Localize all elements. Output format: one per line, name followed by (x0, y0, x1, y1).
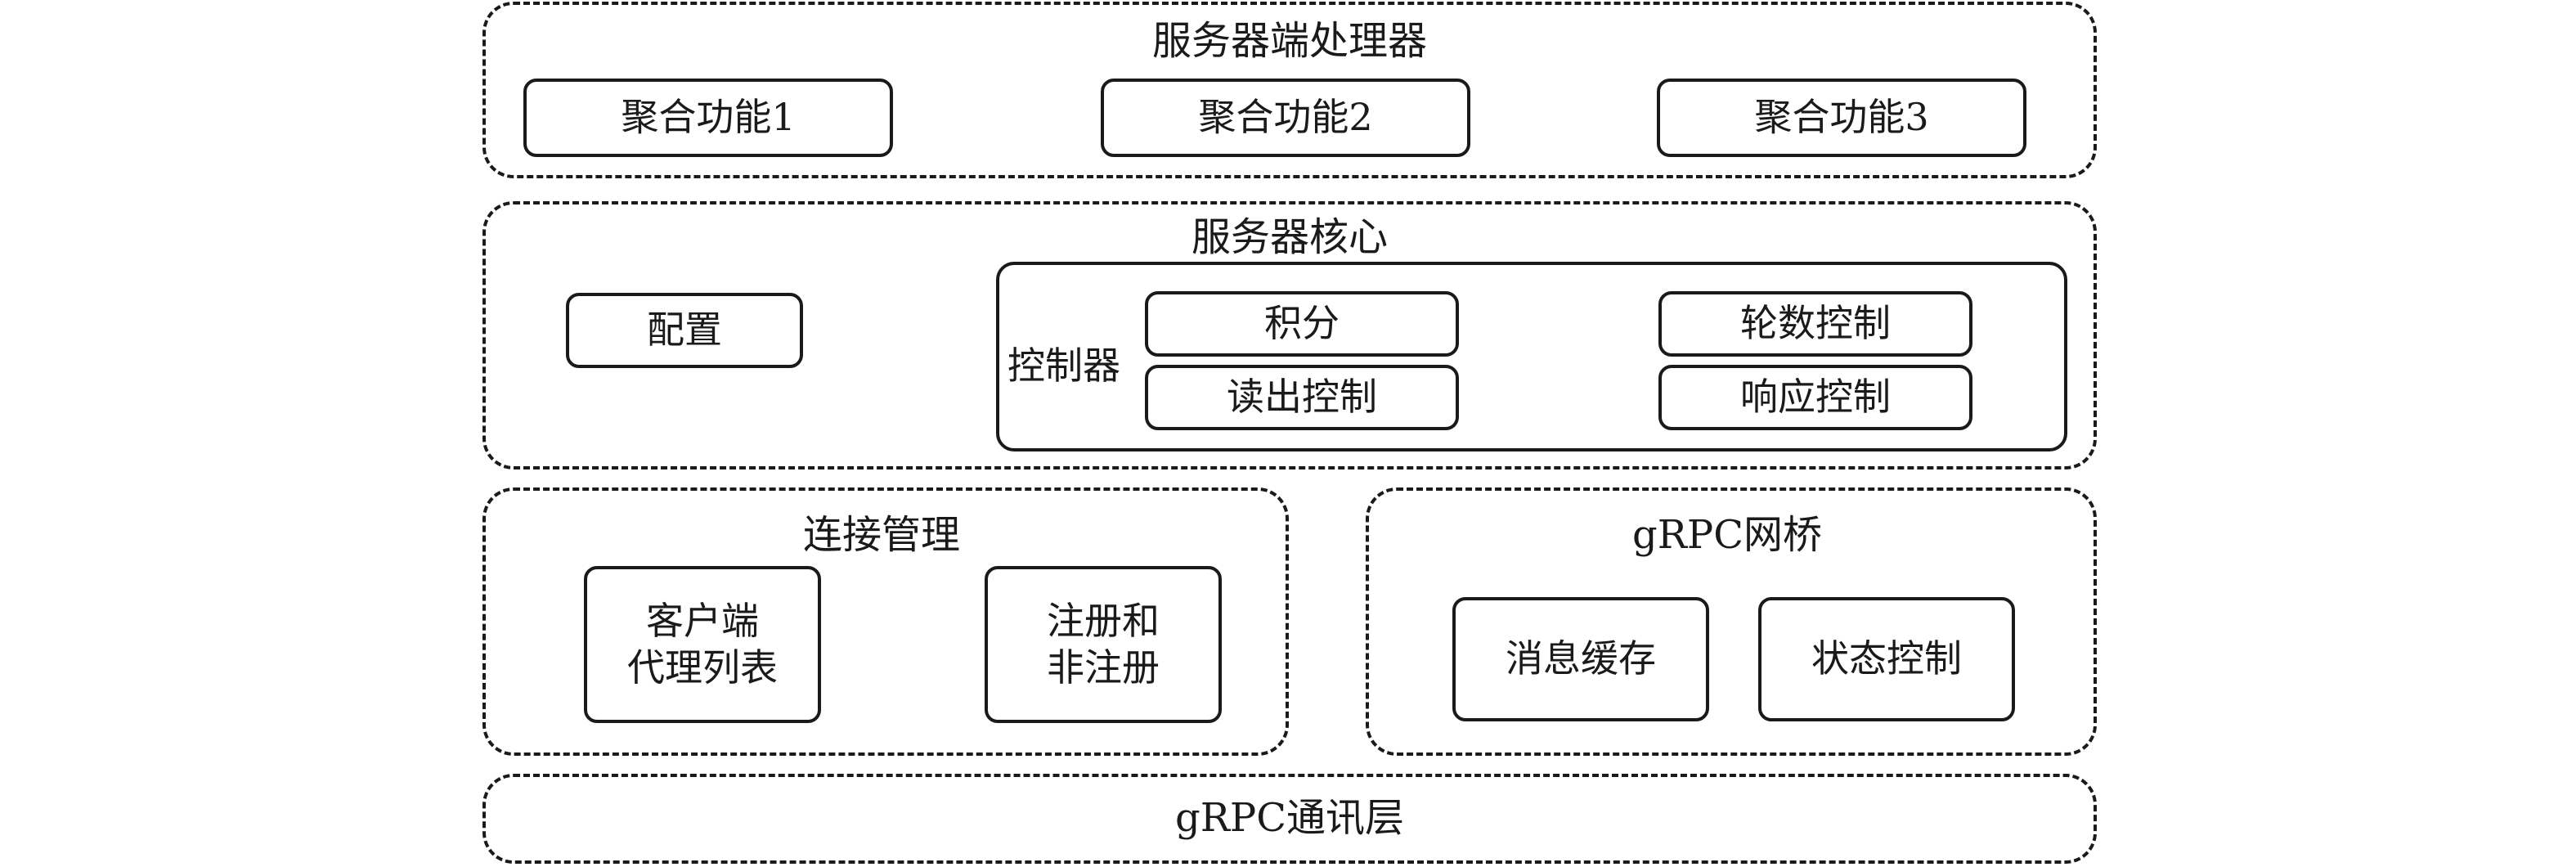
server-core-title: 服务器核心 (1191, 214, 1389, 260)
grpc-comm-layer-title: gRPC通讯层 (1175, 795, 1404, 841)
aggregation-function-1: 聚合功能1 (523, 79, 893, 157)
controller-item-round-control: 轮数控制 (1658, 291, 1972, 357)
connection-management-title: 连接管理 (802, 512, 961, 558)
status-control-box: 状态控制 (1758, 597, 2015, 721)
grpc-bridge-group (1366, 487, 2097, 756)
registration-line-2: 非注册 (1047, 645, 1160, 690)
controller-label: 控制器 (1008, 344, 1120, 388)
grpc-bridge-title: gRPC网桥 (1632, 512, 1822, 558)
message-cache-box: 消息缓存 (1452, 597, 1709, 721)
aggregation-function-3: 聚合功能3 (1657, 79, 2026, 157)
server-processor-title: 服务器端处理器 (1151, 18, 1428, 64)
controller-item-readout-control: 读出控制 (1145, 365, 1459, 430)
registration-box: 注册和 非注册 (985, 566, 1222, 723)
grpc-comm-layer-group (482, 774, 2097, 864)
controller-item-points: 积分 (1145, 291, 1459, 357)
aggregation-function-2: 聚合功能2 (1101, 79, 1470, 157)
controller-frame (996, 262, 2067, 451)
server-processor-group (482, 2, 2097, 178)
client-proxy-list-box: 客户端 代理列表 (584, 566, 821, 723)
connection-management-group (482, 487, 1289, 756)
client-proxy-list-line-1: 客户端 (646, 598, 759, 643)
controller-item-response-control: 响应控制 (1658, 365, 1972, 430)
registration-line-1: 注册和 (1047, 598, 1160, 643)
client-proxy-list-line-2: 代理列表 (627, 645, 778, 690)
server-core-group (482, 201, 2097, 469)
config-box: 配置 (566, 293, 803, 368)
